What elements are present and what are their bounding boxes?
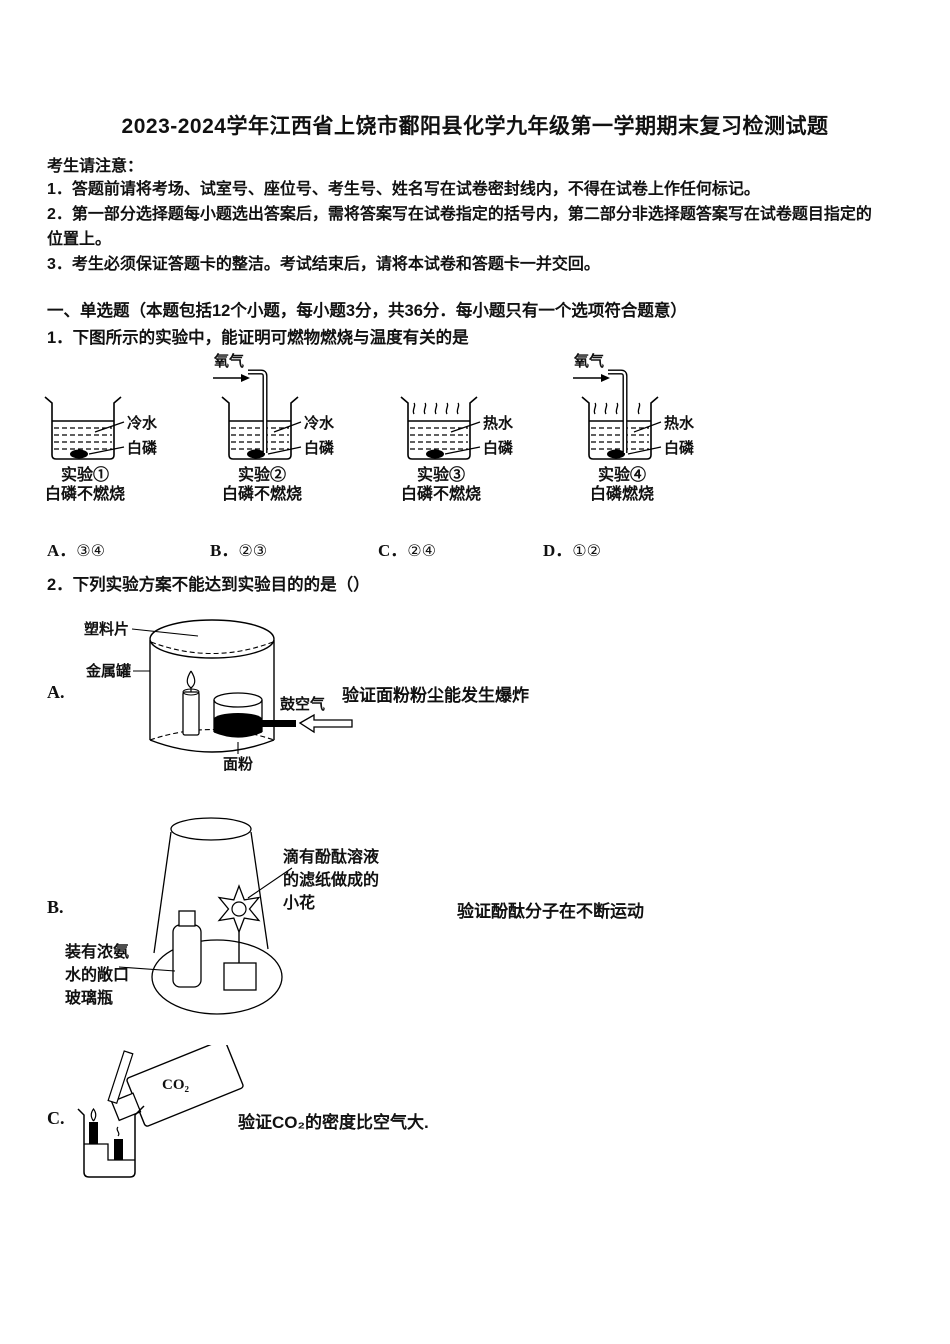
white-phosphorus-lump — [247, 449, 265, 459]
q1-option-c: C．②④ — [378, 541, 436, 560]
beaker-outline — [44, 396, 122, 460]
water-hatching — [54, 427, 112, 450]
metal-can-label: 金属罐 — [85, 662, 131, 680]
experiment-1-figure: 冷水 白磷 实验① 白磷不燃烧 — [31, 352, 206, 504]
q1-option-d: D．①② — [543, 541, 601, 560]
smoke-squiggle — [116, 1126, 120, 1137]
can-top-rim — [149, 619, 275, 659]
notice-heading: 考生请注意： — [47, 158, 144, 175]
co2-gas-label: CO₂ — [162, 1077, 190, 1093]
step-platform — [84, 1143, 135, 1161]
tall-candle-flame — [90, 1107, 97, 1122]
steam-marks — [412, 402, 460, 415]
gas-label: 氧气 — [213, 352, 244, 370]
experiment-1-caption: 实验① 白磷不燃烧 — [44, 467, 125, 503]
beaker-diagram-4: 氧气 热水 白磷 — [573, 352, 695, 460]
water-label: 热水 — [483, 414, 514, 432]
beaker-outline — [77, 1105, 145, 1178]
flour-label: 面粉 — [223, 755, 253, 773]
oxygen-tube — [248, 369, 268, 453]
water-label: 冷水 — [304, 414, 335, 432]
base-oval — [151, 939, 283, 1015]
question2-stem: 2．下列实验方案不能达到实验目的的是（） — [47, 576, 370, 594]
beaker-diagram-1: 冷水 白磷 — [44, 396, 158, 460]
solid-label: 白磷 — [664, 439, 695, 457]
white-phosphorus-lump — [607, 449, 625, 459]
page-title: 2023-2024学年江西省上饶市鄱阳县化学九年级第一学期期末复习检测试题 — [121, 115, 829, 138]
steam-marks — [593, 402, 641, 415]
section-heading: 一、单选题（本题包括12个小题，每小题3分，共36分．每小题只有一个选项符合题意… — [47, 302, 687, 320]
q1-option-a: A．③④ — [47, 541, 105, 560]
q2-option-b-letter: B. — [47, 897, 64, 917]
water-label: 热水 — [664, 414, 695, 432]
solid-label: 白磷 — [127, 439, 158, 457]
experiment-2-figure: 氧气 冷水 白磷 实验② 白磷不燃烧 — [208, 352, 383, 504]
white-phosphorus-lump — [426, 449, 444, 459]
q2-option-c-letter: C. — [47, 1108, 65, 1128]
experiment-4-caption: 实验④ 白磷燃烧 — [589, 467, 654, 503]
stand-block — [223, 962, 257, 991]
q2-option-b-purpose: 验证酚酞分子在不断运动 — [457, 902, 644, 921]
flower-label-line3: 小花 — [283, 893, 315, 912]
beaker-diagram-3: 热水 白磷 — [400, 396, 514, 460]
co2-bottle — [110, 1045, 244, 1127]
q2-option-a-letter: A. — [47, 682, 65, 702]
question1-stem: 1．下图所示的实验中，能证明可燃物燃烧与温度有关的是 — [47, 329, 469, 347]
experiment-3-figure: 热水 白磷 实验③ 白磷不燃烧 — [387, 352, 562, 504]
q2-option-a-purpose: 验证面粉粉尘能发生爆炸 — [342, 686, 529, 705]
q1-option-b: B．②③ — [210, 541, 268, 560]
ammonia-diffusion-diagram: 滴有酚酞溶液 的滤纸做成的 小花 装有浓氨 水的敞口 玻璃瓶 — [64, 817, 380, 1015]
experiment-2-caption: 实验② 白磷不燃烧 — [221, 467, 302, 503]
experiment-3-caption: 实验③ 白磷不燃烧 — [400, 467, 481, 503]
bottle-label-line2: 水的敞口 — [65, 965, 129, 984]
bottle-neck — [178, 910, 196, 927]
experiment-4-figure: 氧气 热水 白磷 实验④ 白磷燃烧 — [568, 352, 743, 504]
bottle-label-line3: 玻璃瓶 — [65, 988, 113, 1007]
q2-option-c-purpose: 验证CO₂的密度比空气大. — [238, 1113, 429, 1132]
jar-top — [170, 817, 252, 841]
water-label: 冷水 — [127, 414, 158, 432]
glass-plate — [107, 1050, 134, 1105]
notice-item-2: 2．第一部分选择题每小题选出答案后，需将答案写在试卷指定的括号内，第二部分非选择… — [47, 206, 872, 248]
flour-explosion-diagram: 塑料片 金属罐 鼓空气 面粉 — [84, 619, 353, 773]
gas-arrow — [601, 374, 610, 382]
candle-flame — [186, 670, 196, 689]
beaker-diagram-2: 氧气 冷水 白磷 — [213, 352, 335, 460]
notice-item-3: 3．考生必须保证答题卡的整洁。考试结束后，请将本试卷和答题卡一并交回。 — [47, 256, 600, 273]
solid-label: 白磷 — [483, 439, 514, 457]
blow-air-label: 鼓空气 — [280, 695, 325, 713]
short-candle — [114, 1139, 123, 1160]
notice-item-1: 1．答题前请将考场、试室号、座位号、考生号、姓名写在试卷密封线内，不得在试卷上作… — [47, 181, 760, 198]
co2-pouring-diagram: CO₂ — [77, 1045, 244, 1178]
notice-list: 1．答题前请将考场、试室号、座位号、考生号、姓名写在试卷密封线内，不得在试卷上作… — [47, 177, 875, 277]
solid-label: 白磷 — [304, 439, 335, 457]
plastic-sheet-label: 塑料片 — [84, 620, 129, 638]
ammonia-bottle — [172, 924, 202, 988]
air-arrow — [298, 713, 353, 734]
gas-arrow — [241, 374, 250, 382]
candle — [182, 691, 200, 736]
flower-label-line1: 滴有酚酞溶液 — [283, 847, 380, 866]
flour-cup — [213, 692, 263, 708]
bottle-label-line1: 装有浓氨 — [64, 942, 129, 961]
tall-candle — [89, 1122, 98, 1144]
plastic-sheet-edge — [150, 641, 274, 655]
white-phosphorus-lump — [70, 449, 88, 459]
gas-label: 氧气 — [573, 352, 604, 370]
air-tube — [262, 720, 296, 727]
flower-label-line2: 的滤纸做成的 — [283, 870, 379, 889]
